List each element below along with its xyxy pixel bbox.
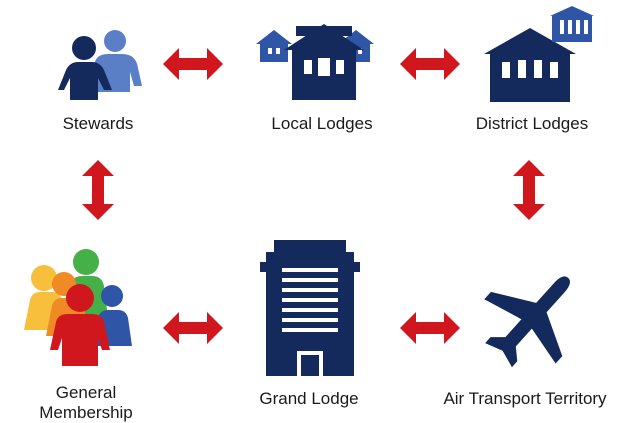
grand-lodge-label: Grand Lodge xyxy=(259,389,359,408)
double-headed-arrow-icon xyxy=(400,48,460,80)
two-people-icon xyxy=(58,30,142,100)
double-headed-arrow-icon xyxy=(513,160,545,220)
double-headed-arrow-icon xyxy=(82,160,114,220)
group-of-people-icon xyxy=(24,249,132,366)
airplane-icon xyxy=(484,276,570,368)
office-tower-icon xyxy=(260,240,360,376)
stewards-label: Stewards xyxy=(62,114,134,133)
air-transport-territory-label: Air Transport Territory xyxy=(443,389,607,408)
general-membership-label: General Membership xyxy=(39,383,133,422)
double-headed-arrow-icon xyxy=(163,48,223,80)
local-lodges-label: Local Lodges xyxy=(271,114,373,133)
houses-icon xyxy=(256,24,374,100)
building-with-small-house-icon xyxy=(484,6,594,102)
double-headed-arrow-icon xyxy=(400,312,460,344)
double-headed-arrow-icon xyxy=(163,312,223,344)
district-lodges-label: District Lodges xyxy=(475,114,589,133)
